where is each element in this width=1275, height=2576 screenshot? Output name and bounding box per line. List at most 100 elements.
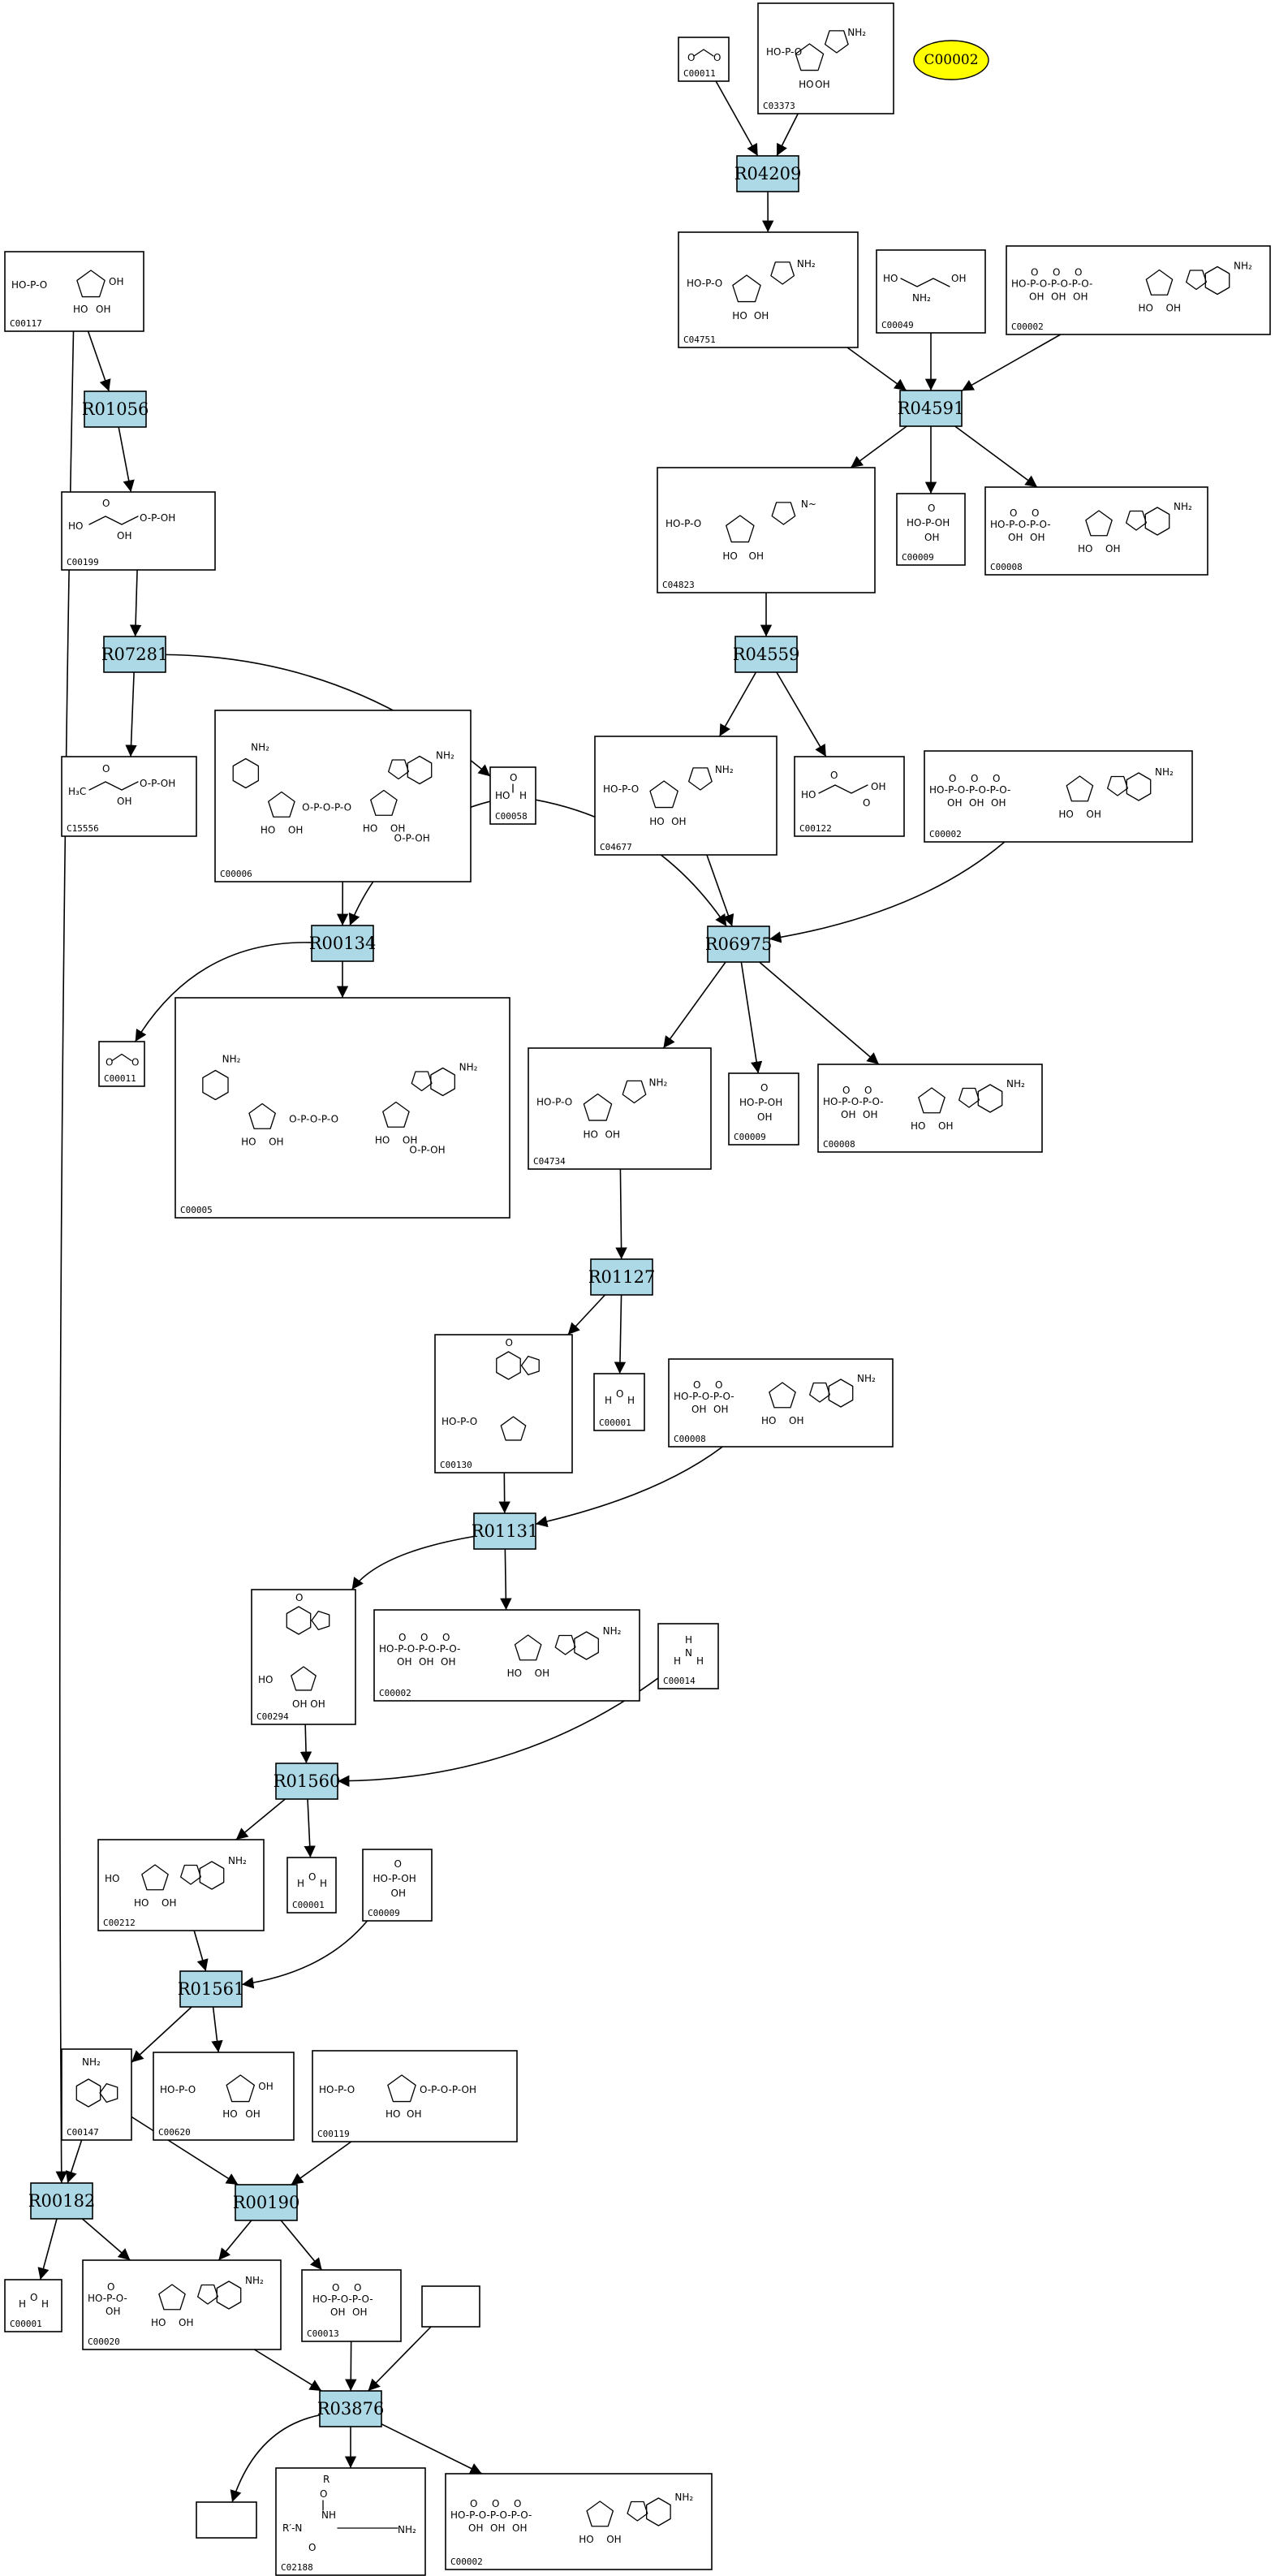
hydroxyl-label: OH xyxy=(1166,303,1181,314)
edge-C00199-to-R07281 xyxy=(129,569,142,637)
structure-drawing: HOH xyxy=(297,1871,327,1889)
hydroxyl-label: OH xyxy=(269,1137,283,1148)
hydroxyl-label: OH xyxy=(390,823,405,835)
compound-box xyxy=(794,756,905,837)
reaction-node[interactable]: R03876 xyxy=(317,2390,385,2427)
oxygen-label: O xyxy=(394,1858,402,1870)
reaction-node[interactable]: R01056 xyxy=(82,390,149,428)
edge-R01560-to-C00001_b xyxy=(304,1798,316,1858)
reaction-node[interactable]: R04591 xyxy=(898,390,965,427)
reaction-node[interactable]: R00190 xyxy=(233,2184,300,2221)
reaction-node[interactable]: R00182 xyxy=(28,2182,96,2220)
compound-id-label: C00008 xyxy=(823,1139,855,1150)
oxo-label: O xyxy=(107,2281,114,2293)
highlighted-compound-ellipse[interactable]: C00002 xyxy=(913,40,989,80)
reaction-node[interactable]: R04209 xyxy=(734,155,802,192)
reaction-node[interactable]: R01127 xyxy=(588,1258,656,1296)
edge-R01127-to-C00001_a xyxy=(614,1294,627,1374)
hydroxyl-label: OH xyxy=(117,530,131,542)
oxo-label: O xyxy=(420,1632,428,1643)
edge-R04591-to-C04823 xyxy=(850,425,907,468)
reaction-node[interactable]: R07281 xyxy=(101,636,169,673)
edge-R01131-to-C00002_c xyxy=(500,1548,512,1611)
reaction-node[interactable]: R01561 xyxy=(178,1970,245,2008)
edge-C00294-to-R01560 xyxy=(299,1724,312,1764)
compound-id-label: C00009 xyxy=(734,1132,766,1142)
hydroxyl-label: OH xyxy=(713,1404,728,1415)
oxo-label: O xyxy=(514,2498,521,2509)
edge-R06975-to-C00008_b xyxy=(759,961,880,1065)
compound-box xyxy=(421,2285,480,2328)
edge-R01131-to-C00294 xyxy=(351,1535,475,1590)
reaction-node[interactable]: R06975 xyxy=(705,926,773,963)
hydroxyl-label: OH xyxy=(512,2522,527,2534)
oxygen-label: O xyxy=(863,797,870,809)
amine-label: NH₂ xyxy=(1234,261,1252,272)
edge-C00011_top-to-R04209 xyxy=(715,80,759,157)
reaction-node[interactable]: R04559 xyxy=(733,636,800,673)
hydroxyl-label: HO xyxy=(258,1674,273,1685)
reaction-node[interactable]: R00134 xyxy=(309,925,377,962)
phosphate-label: O-P-OH xyxy=(394,833,430,844)
oxygen-label: O xyxy=(616,1388,623,1400)
hydroxyl-label: OH xyxy=(991,797,1006,809)
reaction-node[interactable]: R01131 xyxy=(472,1512,539,1550)
compound-box xyxy=(174,997,510,1219)
compound-box xyxy=(275,2467,426,2576)
reaction-id-label: R01131 xyxy=(472,1521,539,1541)
reaction-node[interactable]: R01560 xyxy=(274,1763,341,1800)
compound-node[interactable] xyxy=(421,2285,480,2328)
compound-node[interactable] xyxy=(196,2501,257,2539)
compound-box xyxy=(924,750,1193,843)
hydroxyl-label: HO xyxy=(1078,543,1092,554)
ellipse-shape xyxy=(913,40,989,80)
amine-label: NH₂ xyxy=(398,2524,416,2535)
compound-box xyxy=(286,1857,337,1914)
edge-R01560-to-C00212 xyxy=(235,1798,286,1840)
phosphate-label: HO-P-O xyxy=(442,1416,477,1427)
